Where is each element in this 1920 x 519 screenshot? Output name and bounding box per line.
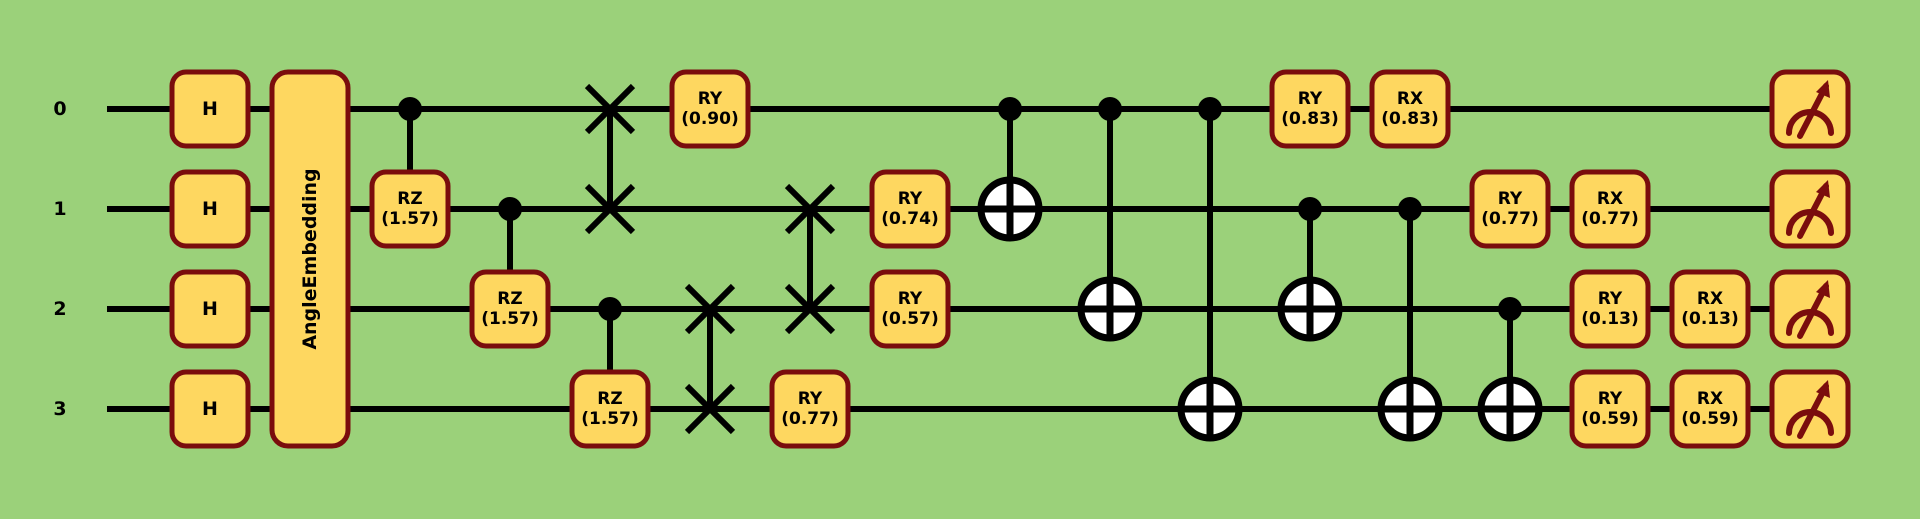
wire-label-2: 2 xyxy=(53,298,66,320)
gate-angle-embedding: AngleEmbedding xyxy=(269,69,351,449)
svg-text:RX: RX xyxy=(1597,189,1623,209)
wire-label-0: 0 xyxy=(53,98,66,120)
measurement-gauge-icon xyxy=(1769,269,1851,349)
swap-x-icon xyxy=(784,283,836,335)
gate-h: H xyxy=(169,169,251,249)
gate-ry: RY (0.59) xyxy=(1569,369,1651,449)
svg-text:H: H xyxy=(202,298,218,320)
svg-text:RX: RX xyxy=(1697,389,1723,409)
control-dot xyxy=(398,97,422,121)
svg-text:RZ: RZ xyxy=(397,189,422,209)
gate-ry: RY (0.77) xyxy=(769,369,851,449)
svg-text:RY: RY xyxy=(1598,289,1623,309)
svg-text:RY: RY xyxy=(898,189,923,209)
svg-text:RZ: RZ xyxy=(597,389,622,409)
svg-text:RY: RY xyxy=(898,289,923,309)
measurement-gauge-icon xyxy=(1769,369,1851,449)
control-dot xyxy=(998,97,1022,121)
gate-ry: RY (0.83) xyxy=(1269,69,1351,149)
gate-rx: RX (0.83) xyxy=(1369,69,1451,149)
control-dot xyxy=(598,297,622,321)
measurement-gauge-icon xyxy=(1769,69,1851,149)
gate-rx: RX (0.13) xyxy=(1669,269,1751,349)
swap-x-icon xyxy=(784,183,836,235)
svg-text:(0.83): (0.83) xyxy=(1381,109,1438,129)
svg-text:RY: RY xyxy=(1298,89,1323,109)
svg-text:(0.13): (0.13) xyxy=(1681,309,1738,329)
svg-text:H: H xyxy=(202,98,218,120)
svg-text:RX: RX xyxy=(1697,289,1723,309)
control-dot xyxy=(1298,197,1322,221)
svg-text:(0.83): (0.83) xyxy=(1281,109,1338,129)
control-dot xyxy=(498,197,522,221)
gate-h: H xyxy=(169,69,251,149)
svg-text:(1.57): (1.57) xyxy=(581,409,638,429)
wire-label-1: 1 xyxy=(53,198,66,220)
control-dot xyxy=(1398,197,1422,221)
swap-x-icon xyxy=(584,183,636,235)
svg-text:(0.59): (0.59) xyxy=(1581,409,1638,429)
control-dot xyxy=(1198,97,1222,121)
measurement-gauge-icon xyxy=(1769,169,1851,249)
svg-text:RX: RX xyxy=(1397,89,1423,109)
gate-ry: RY (0.57) xyxy=(869,269,951,349)
cnot-target-icon xyxy=(1477,376,1543,442)
svg-text:RY: RY xyxy=(798,389,823,409)
svg-text:(1.57): (1.57) xyxy=(381,209,438,229)
cnot-target-icon xyxy=(1177,376,1243,442)
svg-text:(0.77): (0.77) xyxy=(1581,209,1638,229)
swap-x-icon xyxy=(584,83,636,135)
gate-rz: RZ (1.57) xyxy=(469,269,551,349)
gate-rx: RX (0.77) xyxy=(1569,169,1651,249)
cnot-target-icon xyxy=(977,176,1043,242)
gate-h: H xyxy=(169,269,251,349)
swap-x-icon xyxy=(684,283,736,335)
cnot-target-icon xyxy=(1077,276,1143,342)
control-dot xyxy=(1498,297,1522,321)
svg-text:H: H xyxy=(202,398,218,420)
svg-text:AngleEmbedding: AngleEmbedding xyxy=(299,168,321,349)
svg-text:(0.57): (0.57) xyxy=(881,309,938,329)
control-dot xyxy=(1098,97,1122,121)
svg-text:(0.74): (0.74) xyxy=(881,209,938,229)
svg-text:(0.77): (0.77) xyxy=(1481,209,1538,229)
gate-ry: RY (0.13) xyxy=(1569,269,1651,349)
gate-h: H xyxy=(169,369,251,449)
svg-text:RY: RY xyxy=(698,89,723,109)
svg-text:RY: RY xyxy=(1498,189,1523,209)
gate-rz: RZ (1.57) xyxy=(369,169,451,249)
svg-text:(0.90): (0.90) xyxy=(681,109,738,129)
svg-text:RY: RY xyxy=(1598,389,1623,409)
wire-label-3: 3 xyxy=(53,398,66,420)
cnot-target-icon xyxy=(1277,276,1343,342)
svg-text:H: H xyxy=(202,198,218,220)
gate-ry: RY (0.77) xyxy=(1469,169,1551,249)
cnot-target-icon xyxy=(1377,376,1443,442)
gate-ry: RY (0.90) xyxy=(669,69,751,149)
gate-rx: RX (0.59) xyxy=(1669,369,1751,449)
gate-rz: RZ (1.57) xyxy=(569,369,651,449)
svg-text:(0.59): (0.59) xyxy=(1681,409,1738,429)
svg-text:(1.57): (1.57) xyxy=(481,309,538,329)
swap-x-icon xyxy=(684,383,736,435)
svg-text:RZ: RZ xyxy=(497,289,522,309)
svg-text:(0.13): (0.13) xyxy=(1581,309,1638,329)
gate-ry: RY (0.74) xyxy=(869,169,951,249)
svg-text:(0.77): (0.77) xyxy=(781,409,838,429)
